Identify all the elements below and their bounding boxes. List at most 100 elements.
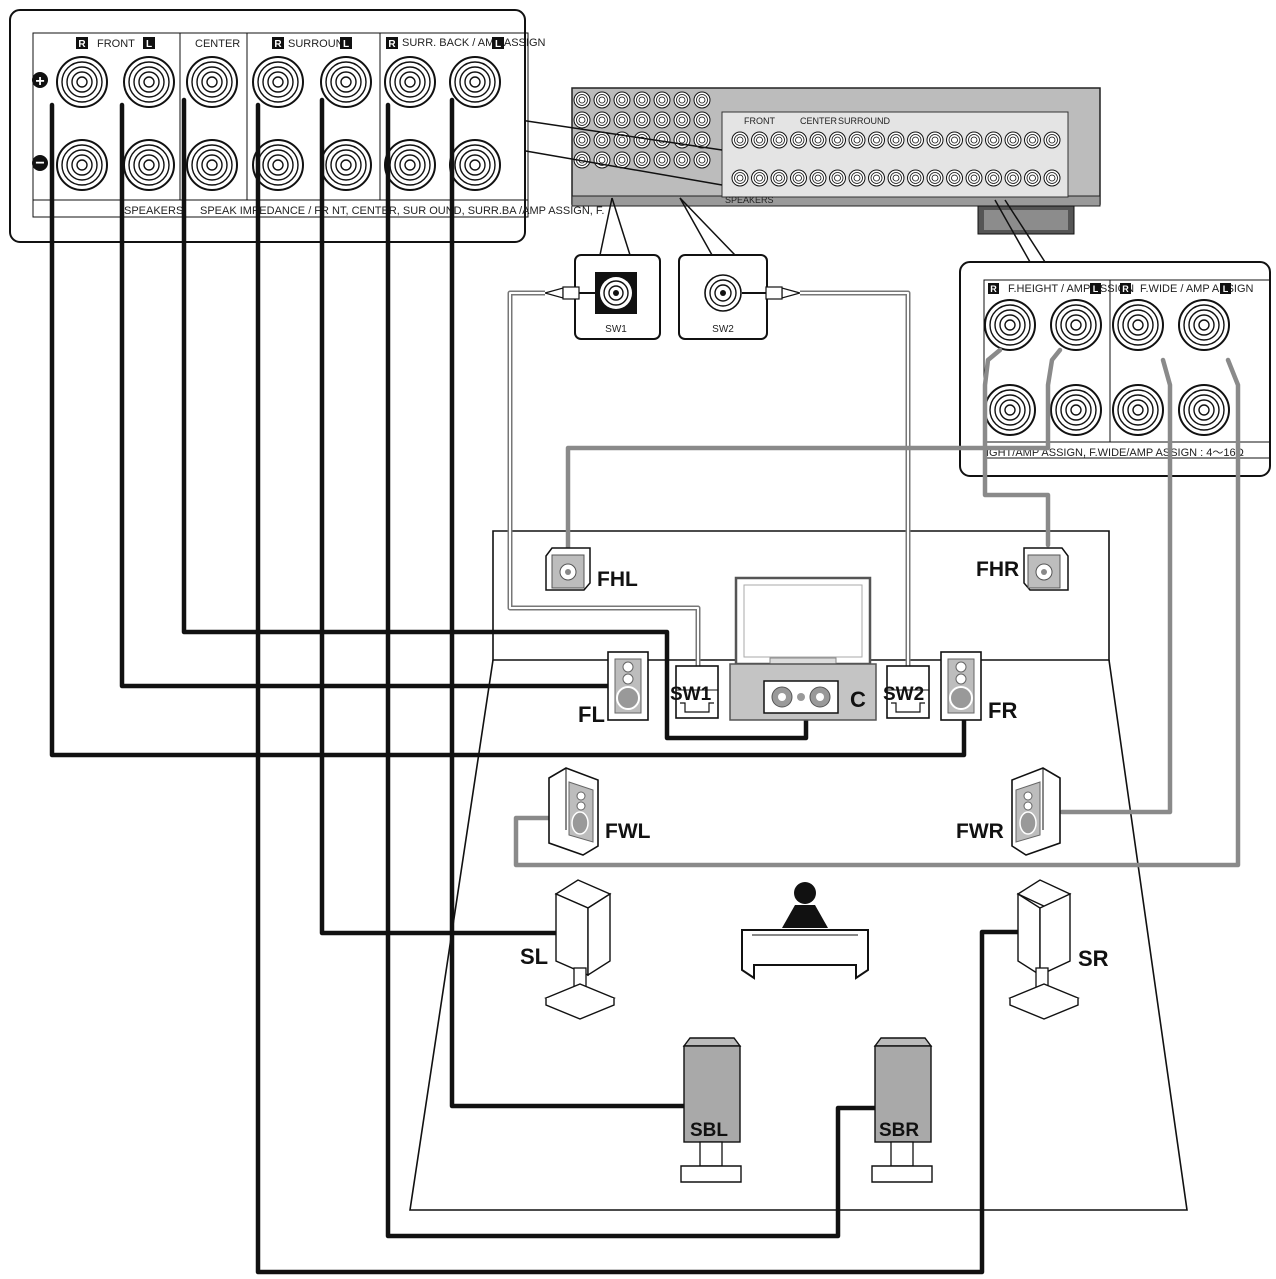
binding-post-minus-4 [320, 139, 372, 191]
binding-post-bottom-0 [984, 384, 1036, 436]
receiver-post-top-13 [985, 131, 1002, 149]
surround-left-speaker [544, 879, 616, 1020]
svg-text:R: R [990, 284, 997, 294]
binding-post-plus-3 [252, 56, 304, 108]
receiver-post-top-7 [868, 131, 885, 149]
receiver-post-bottom-11 [946, 169, 963, 187]
rca-plug-sw2 [742, 286, 803, 300]
binding-post-plus-1 [123, 56, 175, 108]
surr-back-label: SURR. BACK / AMP ASSIGN [402, 37, 546, 49]
binding-post-bottom-2 [1112, 384, 1164, 436]
receiver-jack-1-2 [613, 111, 631, 129]
minus-icon [32, 155, 48, 171]
surround-back-right-speaker [871, 1037, 933, 1183]
receiver-jack-3-6 [693, 151, 711, 169]
fl-label: FL [578, 702, 605, 727]
receiver-post-bottom-7 [868, 169, 885, 187]
receiver-post-bottom-13 [985, 169, 1002, 187]
fwl-label: FWL [605, 820, 651, 843]
binding-post-top-0 [984, 299, 1036, 351]
svg-text:R: R [274, 39, 282, 50]
receiver-jack-3-5 [673, 151, 691, 169]
r-badge-text: R [78, 39, 86, 50]
receiver-jack-1-4 [653, 111, 671, 129]
speakers-footer: SPEAKERS [124, 205, 183, 217]
center-label: CENTER [195, 38, 240, 50]
right-impedance-footer: IGHT/AMP ASSIGN, F.WIDE/AMP ASSIGN : 4～1… [986, 447, 1244, 459]
receiver-jack-0-3 [633, 91, 651, 109]
binding-post-plus-5 [384, 56, 436, 108]
receiver-post-top-12 [965, 131, 983, 149]
sw1-label: SW1 [670, 684, 712, 705]
av-receiver: FRONT CENTER SURROUND SPEAKERS [519, 87, 1101, 263]
receiver-jack-1-3 [633, 111, 651, 129]
receiver-post-top-11 [946, 131, 963, 149]
receiver-post-top-0 [731, 131, 749, 149]
svg-text:−: − [35, 155, 44, 172]
height-wide-terminal-panel: R F.HEIGHT / AMP ASSIGN L R F.WIDE / AMP… [959, 261, 1271, 477]
fwide-label: F.WIDE / AMP ASSIGN [1140, 283, 1254, 295]
binding-post-plus-6 [449, 56, 501, 108]
sw2-callout: SW2 [678, 254, 768, 340]
binding-post-bottom-1 [1050, 384, 1102, 436]
center-speaker [729, 663, 877, 721]
receiver-post-bottom-8 [887, 169, 905, 187]
receiver-jack-0-2 [613, 91, 631, 109]
sbr-label: SBR [879, 1120, 919, 1141]
receiver-jack-0-6 [693, 91, 711, 109]
subwoofer-sw1 [675, 665, 719, 719]
receiver-post-bottom-3 [790, 169, 807, 187]
receiver-post-top-16 [1043, 131, 1061, 149]
binding-post-minus-5 [384, 139, 436, 191]
receiver-post-bottom-9 [907, 169, 924, 187]
surround-label: SURROUND [288, 38, 352, 50]
binding-post-plus-4 [320, 56, 372, 108]
front-right-speaker [940, 651, 982, 721]
receiver-post-top-14 [1004, 131, 1022, 149]
binding-post-minus-2 [186, 139, 238, 191]
svg-text:+: + [35, 73, 44, 90]
receiver-post-top-3 [790, 131, 807, 149]
fr-label: FR [988, 698, 1017, 723]
binding-post-top-2 [1112, 299, 1164, 351]
surround-back-left-speaker [680, 1037, 742, 1183]
receiver-post-bottom-6 [848, 169, 866, 187]
r-badge [76, 37, 88, 49]
receiver-post-top-9 [907, 131, 924, 149]
receiver-speakers-label: SPEAKERS [725, 195, 774, 205]
receiver-front-label: FRONT [744, 116, 775, 126]
receiver-jack-0-5 [673, 91, 691, 109]
binding-post-plus-2 [186, 56, 238, 108]
rca-plug-sw1 [542, 286, 596, 300]
binding-post-top-1 [1050, 299, 1102, 351]
svg-text:R: R [1122, 284, 1129, 294]
svg-text:L: L [495, 39, 501, 50]
surround-right-speaker [1008, 879, 1080, 1020]
receiver-center-label: CENTER [800, 116, 838, 126]
receiver-post-bottom-14 [1004, 169, 1022, 187]
receiver-jack-2-3 [633, 131, 651, 149]
receiver-post-top-15 [1024, 131, 1041, 149]
receiver-post-bottom-12 [965, 169, 983, 187]
receiver-jack-1-0 [573, 111, 591, 129]
binding-post-minus-0 [56, 139, 108, 191]
sbl-label: SBL [690, 1120, 728, 1141]
receiver-jack-1-5 [673, 111, 691, 129]
receiver-post-top-4 [809, 131, 827, 149]
fwr-label: FWR [956, 820, 1004, 843]
receiver-post-top-5 [829, 131, 846, 149]
receiver-jack-2-0 [573, 131, 591, 149]
front-left-speaker [607, 651, 649, 721]
impedance-footer: SPEAK IMPEDANCE / FR NT, CENTER, SUR OUN… [200, 205, 604, 217]
receiver-jack-3-4 [653, 151, 671, 169]
binding-post-top-3 [1178, 299, 1230, 351]
receiver-jack-2-1 [593, 131, 611, 149]
receiver-post-top-2 [770, 131, 788, 149]
sw1-callout-label: SW1 [605, 324, 627, 335]
receiver-jack-0-1 [593, 91, 611, 109]
receiver-post-bottom-2 [770, 169, 788, 187]
svg-text:R: R [388, 39, 396, 50]
receiver-post-bottom-5 [829, 169, 846, 187]
svg-text:L: L [1093, 284, 1099, 294]
receiver-jack-3-2 [613, 151, 631, 169]
